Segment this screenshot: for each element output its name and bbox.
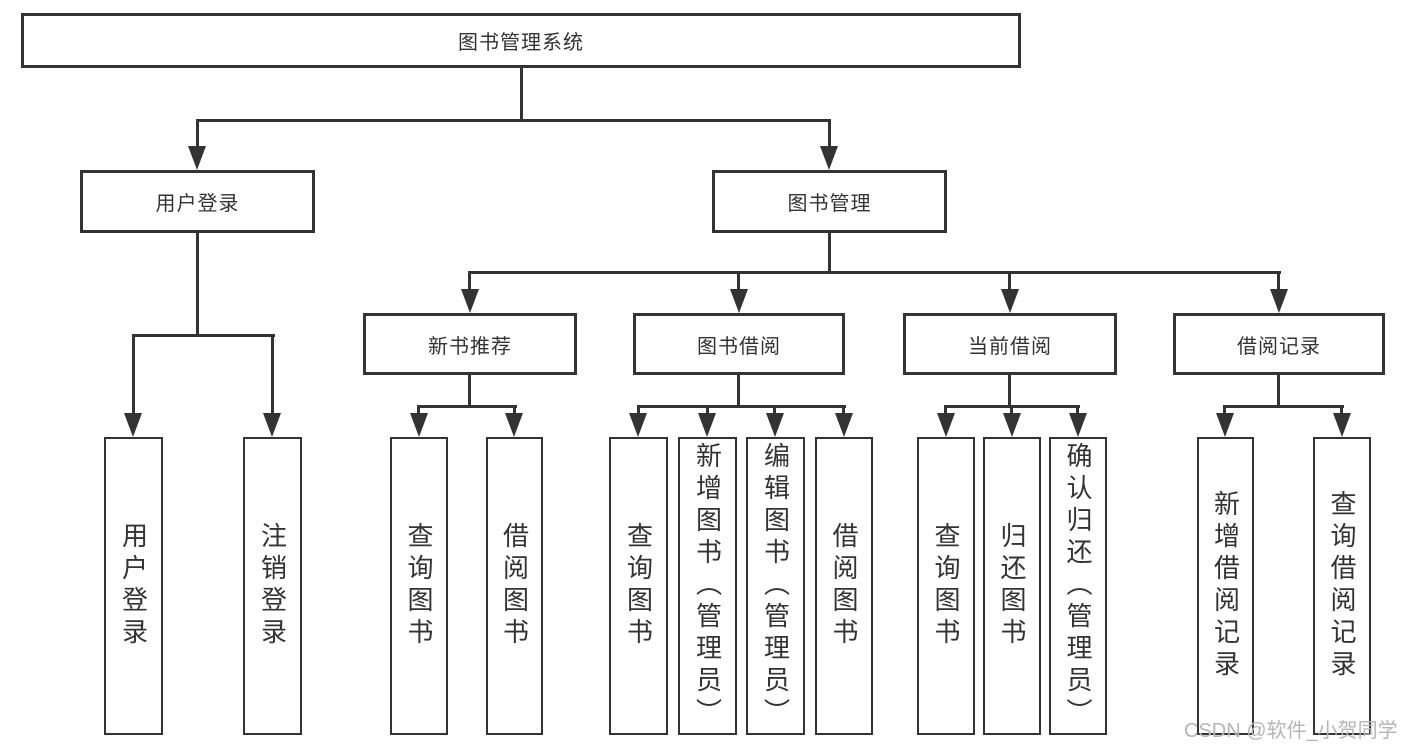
leaf-newbook-borrow-label: 借阅图书	[499, 522, 530, 650]
connector-line	[828, 119, 831, 147]
node-book-borrow-label: 图书借阅	[697, 335, 781, 358]
leaf-borrow-borrow: 借阅图书	[815, 437, 873, 735]
connector-line	[132, 334, 275, 337]
node-borrow-records-label: 借阅记录	[1237, 335, 1321, 358]
arrowhead	[937, 413, 955, 437]
connector-line	[271, 334, 274, 414]
connector-line	[1008, 271, 1011, 290]
connector-line	[1223, 405, 1344, 408]
leaf-current-return: 归还图书	[983, 437, 1041, 735]
arrowhead	[835, 413, 853, 437]
leaf-record-add-label: 新增借阅记录	[1210, 490, 1241, 682]
connector-line	[1076, 405, 1079, 414]
arrowhead	[188, 146, 206, 170]
connector-line	[944, 405, 947, 414]
node-book-management-label: 图书管理	[787, 193, 872, 215]
connector-line	[520, 68, 523, 122]
leaf-current-query-label: 查询图书	[931, 522, 961, 650]
node-root: 图书管理系统	[21, 13, 1021, 68]
connector-line	[1010, 405, 1013, 414]
leaf-current-confirm-admin-label: 确认归还（管理员）	[1063, 442, 1093, 730]
node-user-login-label: 用户登录	[155, 193, 240, 215]
leaf-logout-label: 注销登录	[257, 522, 288, 650]
arrowhead	[410, 413, 428, 437]
node-new-book-recommend-label: 新书推荐	[428, 335, 512, 358]
node-root-label: 图书管理系统	[458, 32, 584, 54]
node-current-borrow: 当前借阅	[903, 313, 1117, 375]
node-current-borrow-label: 当前借阅	[968, 335, 1052, 358]
node-book-management: 图书管理	[712, 170, 947, 233]
connector-line	[637, 405, 846, 408]
connector-line	[1277, 271, 1280, 290]
connector-line	[468, 271, 1281, 274]
arrowhead	[820, 146, 838, 170]
leaf-borrow-query-label: 查询图书	[623, 522, 654, 650]
connector-line	[513, 405, 516, 414]
leaf-current-confirm-admin: 确认归还（管理员）	[1049, 437, 1107, 735]
connector-line	[196, 119, 831, 122]
arrowhead	[629, 413, 647, 437]
leaf-record-add: 新增借阅记录	[1197, 437, 1254, 735]
node-book-borrow: 图书借阅	[633, 313, 845, 375]
leaf-current-query: 查询图书	[917, 437, 975, 735]
connector-line	[773, 405, 776, 414]
leaf-user-login: 用户登录	[104, 437, 163, 735]
arrowhead	[1270, 289, 1288, 313]
arrowhead	[1003, 413, 1021, 437]
connector-line	[1008, 375, 1011, 408]
leaf-borrow-add-admin: 新增图书（管理员）	[678, 437, 737, 735]
connector-line	[417, 405, 420, 414]
leaf-borrow-query: 查询图书	[609, 437, 668, 735]
connector-line	[737, 271, 740, 290]
arrowhead	[1069, 413, 1087, 437]
arrowhead	[505, 413, 523, 437]
connector-line	[468, 375, 471, 408]
arrowhead	[263, 413, 281, 437]
connector-line	[1340, 405, 1343, 414]
connector-line	[828, 233, 831, 274]
connector-line	[842, 405, 845, 414]
leaf-newbook-query: 查询图书	[390, 437, 448, 735]
leaf-user-login-label: 用户登录	[118, 522, 149, 650]
leaf-borrow-borrow-label: 借阅图书	[829, 522, 859, 650]
csdn-watermark: CSDN @软件_小贺同学	[1184, 720, 1398, 742]
arrowhead	[730, 289, 748, 313]
node-new-book-recommend: 新书推荐	[363, 313, 577, 375]
leaf-record-query-label: 查询借阅记录	[1327, 490, 1357, 682]
connector-line	[1223, 405, 1226, 414]
node-borrow-records: 借阅记录	[1173, 313, 1385, 375]
connector-line	[468, 271, 471, 290]
leaf-borrow-edit-admin-label: 编辑图书（管理员）	[760, 442, 791, 730]
arrowhead	[1333, 413, 1351, 437]
connector-line	[132, 334, 135, 414]
leaf-newbook-borrow: 借阅图书	[486, 437, 543, 735]
leaf-newbook-query-label: 查询图书	[404, 522, 434, 650]
connector-line	[1277, 375, 1280, 408]
connector-line	[196, 233, 199, 337]
arrowhead	[461, 289, 479, 313]
node-user-login: 用户登录	[80, 170, 315, 233]
leaf-borrow-edit-admin: 编辑图书（管理员）	[746, 437, 805, 735]
arrowhead	[1216, 413, 1234, 437]
arrowhead	[698, 413, 716, 437]
connector-line	[196, 119, 199, 147]
leaf-record-query: 查询借阅记录	[1313, 437, 1371, 735]
leaf-current-return-label: 归还图书	[997, 522, 1027, 650]
connector-line	[706, 405, 709, 414]
leaf-borrow-add-admin-label: 新增图书（管理员）	[692, 442, 723, 730]
leaf-logout: 注销登录	[243, 437, 302, 735]
connector-line	[737, 375, 740, 408]
arrowhead	[766, 413, 784, 437]
arrowhead	[124, 413, 142, 437]
connector-line	[417, 405, 517, 408]
arrowhead	[1001, 289, 1019, 313]
connector-line	[637, 405, 640, 414]
